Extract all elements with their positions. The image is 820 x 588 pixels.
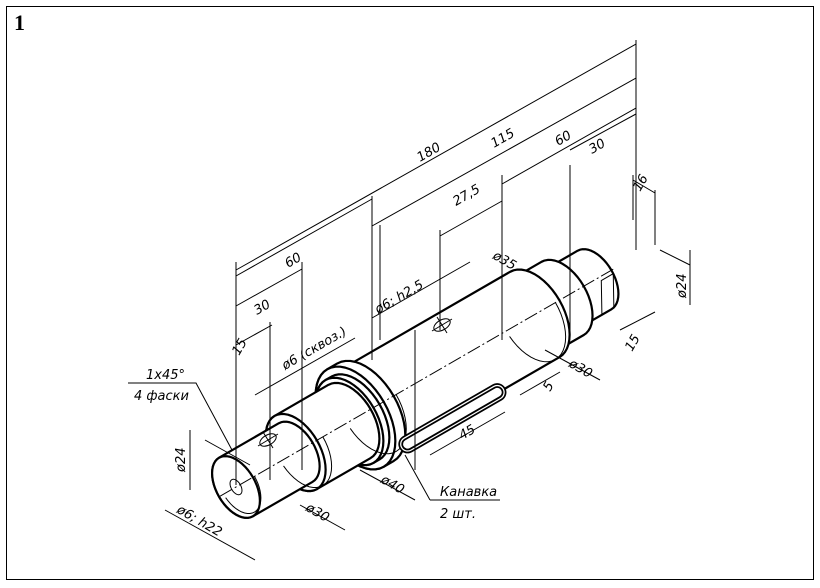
keyway-offset-label: 5 — [540, 379, 557, 394]
dia-24-left-label: ø24 — [174, 448, 189, 474]
groove-ring — [225, 476, 262, 515]
dim-15-left: 15 — [229, 336, 250, 358]
dim-60-right: 60 — [553, 128, 575, 149]
hole-end-label: ø6; h22 — [173, 502, 224, 540]
dimension-lines — [128, 40, 691, 561]
chamfer-label: 1x45° — [146, 368, 185, 383]
dim-115: 115 — [489, 126, 518, 151]
drawing-frame — [6, 6, 814, 580]
keyway-inner-fill — [403, 387, 502, 449]
figure-number: 1 — [14, 10, 25, 35]
groove-ring — [283, 436, 333, 489]
flat-face — [600, 272, 615, 316]
groove-count-label: 2 шт. — [440, 507, 476, 522]
dia-30-right-label: ø30 — [565, 356, 595, 382]
center-axis — [219, 268, 615, 497]
chamfer-count-label: 4 фаски — [134, 389, 189, 404]
dia-30-left-label: ø30 — [302, 500, 332, 526]
groove-label: Канавка — [440, 485, 497, 500]
dim-16: 16 — [630, 172, 651, 194]
groove-ring — [349, 394, 407, 455]
dim-30-right: 30 — [587, 136, 609, 157]
dim-30-left: 30 — [252, 297, 274, 318]
dia-24-right-label: ø24 — [675, 274, 690, 300]
dim-60-left: 60 — [283, 250, 305, 271]
dim-27-5: 27,5 — [451, 182, 484, 209]
dia-40-label: ø40 — [377, 472, 407, 498]
dim-180: 180 — [415, 140, 444, 165]
keyway-length-label: 45 — [457, 422, 479, 443]
shaft-body — [210, 248, 620, 519]
end-hole — [229, 478, 243, 496]
flat-15-label: 15 — [622, 332, 643, 354]
groove-ring — [509, 302, 567, 363]
